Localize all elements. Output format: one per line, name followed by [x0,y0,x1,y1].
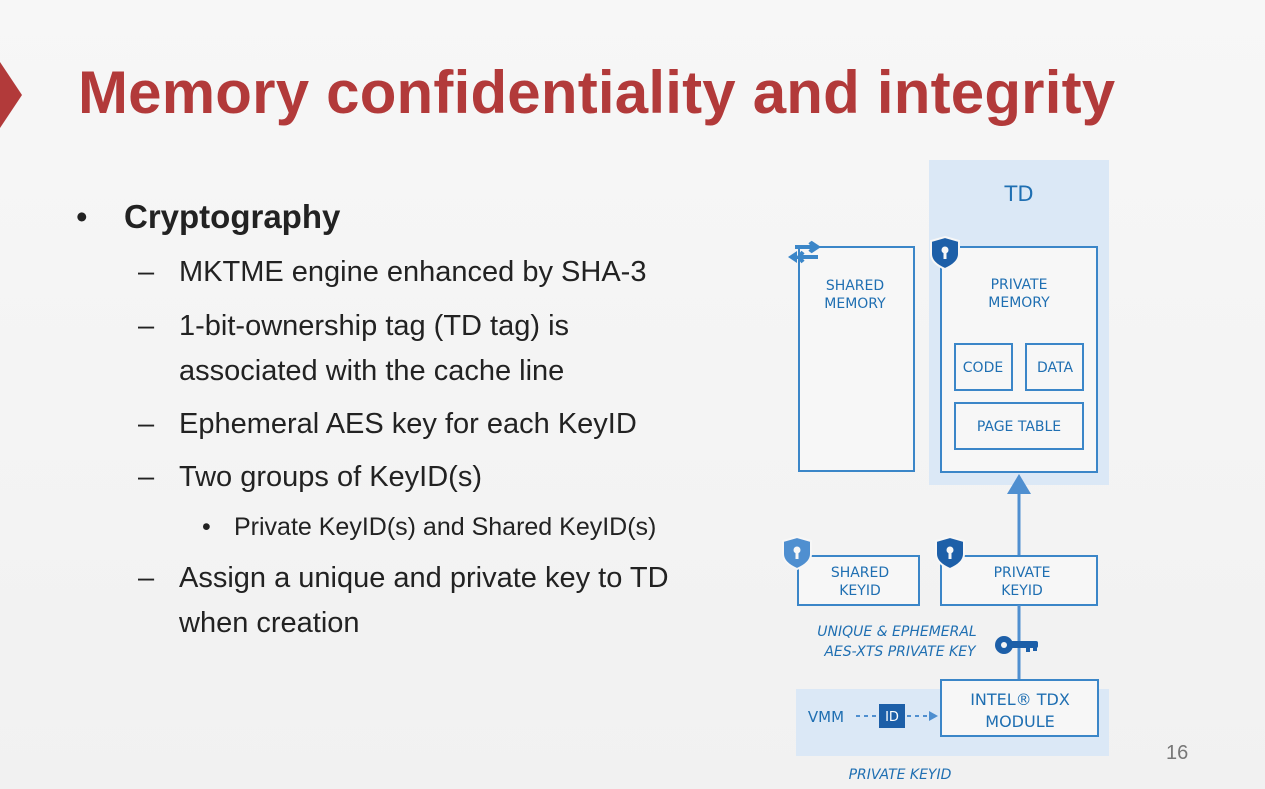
data-label: DATA [1037,360,1073,376]
shared-memory-label: SHARED [826,278,884,294]
bullet-marker-level2: – [138,461,155,493]
slide-marker-arrow [0,62,22,128]
data-box [1025,343,1084,391]
shared-memory-label: MEMORY [824,296,886,312]
shield-icon [782,535,812,571]
page-number: 16 [1166,742,1189,764]
code-box [954,343,1013,391]
bullet-item-continuation: associated with the cache line [179,355,565,387]
bullet-marker-level2: – [138,256,155,288]
code-label: CODE [963,360,1003,376]
bullet-item-text: Two groups of KeyID(s) [179,461,482,493]
shared-keyid-label: KEYID [839,583,881,599]
key-icon [995,636,1038,654]
td-label: TD [1004,182,1034,206]
bullet-marker-level1: • [76,198,88,235]
bullet-item-text: Assign a unique and private key to TD [179,562,669,594]
bullet-marker-level2: – [138,562,155,594]
slide-title: Memory confidentiality and integrity [78,59,1116,126]
arrow-right-icon [929,711,938,721]
shield-icon [930,235,960,271]
bullet-heading: Cryptography [124,198,341,235]
tdx-memory-diagram: TD SHARED MEMORY PRIVATE MEMORY CODE DAT… [782,160,1109,783]
tdx-module-label: INTEL® TDX [970,690,1070,709]
vmm-label: VMM [808,708,844,726]
tdx-module-box [940,679,1099,737]
private-memory-label: MEMORY [988,295,1050,311]
sub-bullet-text: Private KeyID(s) and Shared KeyID(s) [234,513,657,541]
bullet-marker-level2: – [138,408,155,440]
page-table-box [954,402,1084,450]
swap-arrows-icon [788,240,821,264]
bottom-caption: PRIVATE KEYID [849,767,952,783]
key-caption: AES-XTS PRIVATE KEY [823,644,977,660]
bullet-item-continuation: when creation [179,607,360,639]
private-keyid-label: PRIVATE [994,565,1051,581]
id-badge [879,704,905,728]
up-arrow-icon [1007,474,1031,555]
private-memory-label: PRIVATE [991,277,1048,293]
bullet-item-text: 1-bit-ownership tag (TD tag) is [179,310,570,342]
shield-icon [935,535,965,571]
private-keyid-box [940,555,1098,606]
private-keyid-label: KEYID [1001,583,1043,599]
shared-memory-box [798,246,915,472]
bullet-item-text: Ephemeral AES key for each KeyID [179,408,637,440]
shared-keyid-box [797,555,920,606]
bullet-list: • Cryptography – MKTME engine enhanced b… [76,198,669,639]
shared-keyid-label: SHARED [831,565,889,581]
bullet-marker-level3: • [202,513,211,541]
bullet-item-text: MKTME engine enhanced by SHA-3 [179,256,647,288]
tdx-module-label: MODULE [985,712,1054,731]
page-table-label: PAGE TABLE [977,419,1061,435]
key-caption: UNIQUE & EPHEMERAL [817,624,976,640]
bullet-marker-level2: – [138,310,155,342]
id-badge-label: ID [885,710,899,725]
